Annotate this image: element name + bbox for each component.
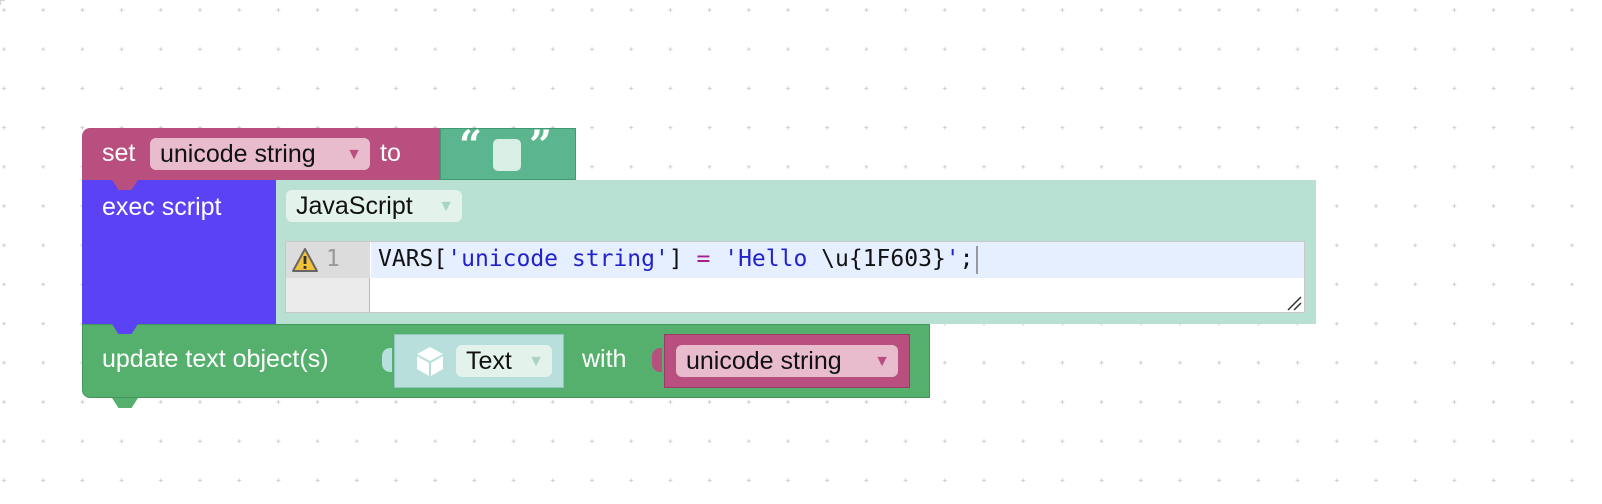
set-variable-block[interactable]: set unicode string ▼ to	[82, 128, 440, 180]
script-socket	[264, 194, 274, 218]
code-token: ]	[668, 246, 697, 272]
code-token: 'Hello	[724, 246, 822, 272]
exec-script-label: exec script	[102, 193, 222, 221]
code-token: VARS[	[378, 246, 448, 272]
script-block-notch	[112, 324, 138, 334]
update-block-notch	[112, 398, 138, 408]
text-cursor	[975, 245, 978, 274]
with-label: with	[582, 345, 627, 373]
language-name: JavaScript	[296, 192, 413, 220]
chevron-down-icon: ▼	[874, 353, 890, 370]
text-object-block[interactable]: Text ▼	[394, 334, 564, 388]
line-number: 1	[326, 246, 340, 272]
set-keyword: set	[102, 139, 136, 167]
code-token: 'unicode string'	[447, 246, 669, 272]
object-type-dropdown[interactable]: Text ▼	[456, 345, 552, 377]
getter-variable-name: unicode string	[686, 347, 842, 375]
active-line-highlight	[371, 242, 1304, 278]
chevron-down-icon: ▼	[528, 353, 544, 370]
code-editor[interactable]: 1 VARS['unicode string'] = 'Hello \u{1F6…	[285, 241, 1305, 313]
code-token: '	[945, 246, 960, 272]
close-quote: ”	[529, 122, 553, 169]
code-line[interactable]: VARS['unicode string'] = 'Hello \u{1F603…	[378, 244, 978, 274]
variable-socket	[652, 348, 662, 372]
code-token: ;	[959, 246, 974, 272]
getter-variable-dropdown[interactable]: unicode string ▼	[676, 345, 898, 377]
open-quote: “	[459, 122, 483, 169]
code-token: =	[696, 246, 711, 272]
resize-handle-icon[interactable]	[1286, 295, 1302, 311]
set-block-notch	[112, 180, 138, 190]
chevron-down-icon: ▼	[438, 198, 454, 215]
chevron-down-icon: ▼	[346, 146, 362, 163]
object-type-name: Text	[466, 347, 512, 375]
variable-getter-block[interactable]: unicode string ▼	[664, 334, 910, 388]
text-value-block[interactable]: “ ”	[440, 122, 576, 180]
code-token	[710, 246, 724, 272]
cube-icon	[417, 347, 443, 376]
set-variable-name: unicode string	[160, 140, 316, 168]
text-input-field[interactable]	[493, 139, 521, 171]
script-panel: JavaScript ▼ 1 VARS['unicode string'] = …	[276, 180, 1316, 324]
to-label: to	[380, 139, 401, 167]
set-variable-dropdown[interactable]: unicode string ▼	[150, 138, 370, 170]
update-text-label: update text object(s)	[102, 345, 329, 373]
warning-icon	[292, 248, 318, 272]
language-dropdown[interactable]: JavaScript ▼	[286, 190, 462, 222]
object-socket	[382, 348, 392, 372]
set-value-socket	[428, 142, 438, 166]
exec-script-block[interactable]: exec script	[82, 180, 276, 324]
code-token: \u{1F603}	[821, 246, 946, 272]
